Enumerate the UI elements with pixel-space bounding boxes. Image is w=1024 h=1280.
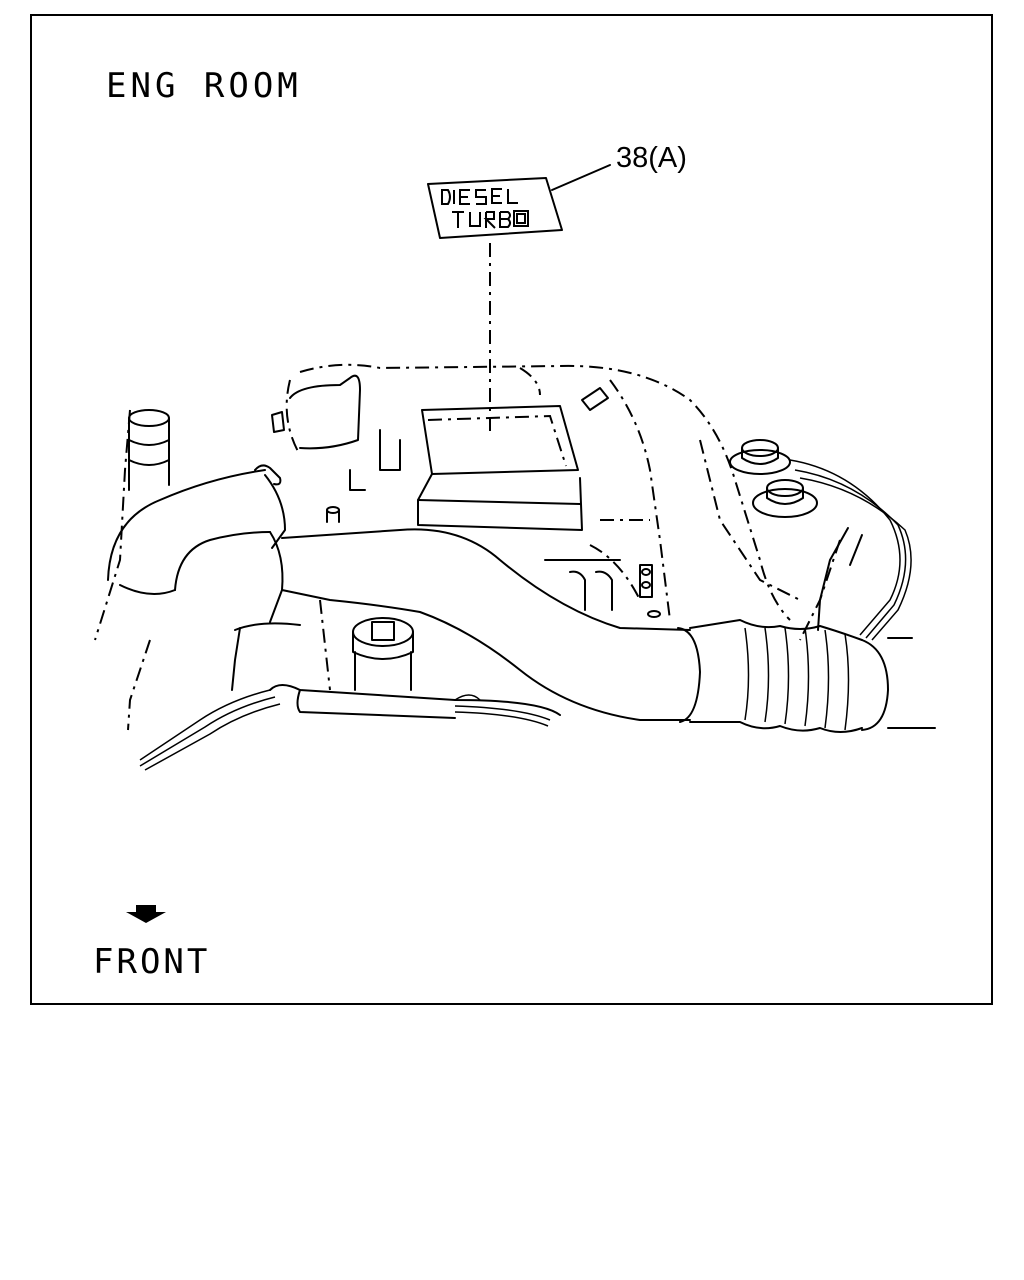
right-studs <box>729 439 912 641</box>
front-direction-label: FRONT <box>93 942 211 982</box>
oil-filler-cap <box>352 617 414 691</box>
wire-harness <box>139 684 561 771</box>
left-cylinder <box>128 409 170 491</box>
down-arrow-icon <box>126 905 166 923</box>
upper-pipe <box>271 374 609 491</box>
engine-outline <box>94 363 841 731</box>
callout-label: 38(A) <box>616 142 687 174</box>
engine-cover <box>417 405 583 531</box>
intake-hose <box>107 464 691 721</box>
small-bolts <box>326 506 661 618</box>
diesel-turbo-decal <box>427 177 563 239</box>
section-title: ENG ROOM <box>106 66 302 106</box>
callout-leader <box>551 164 611 191</box>
corrugated-hose <box>677 619 936 733</box>
